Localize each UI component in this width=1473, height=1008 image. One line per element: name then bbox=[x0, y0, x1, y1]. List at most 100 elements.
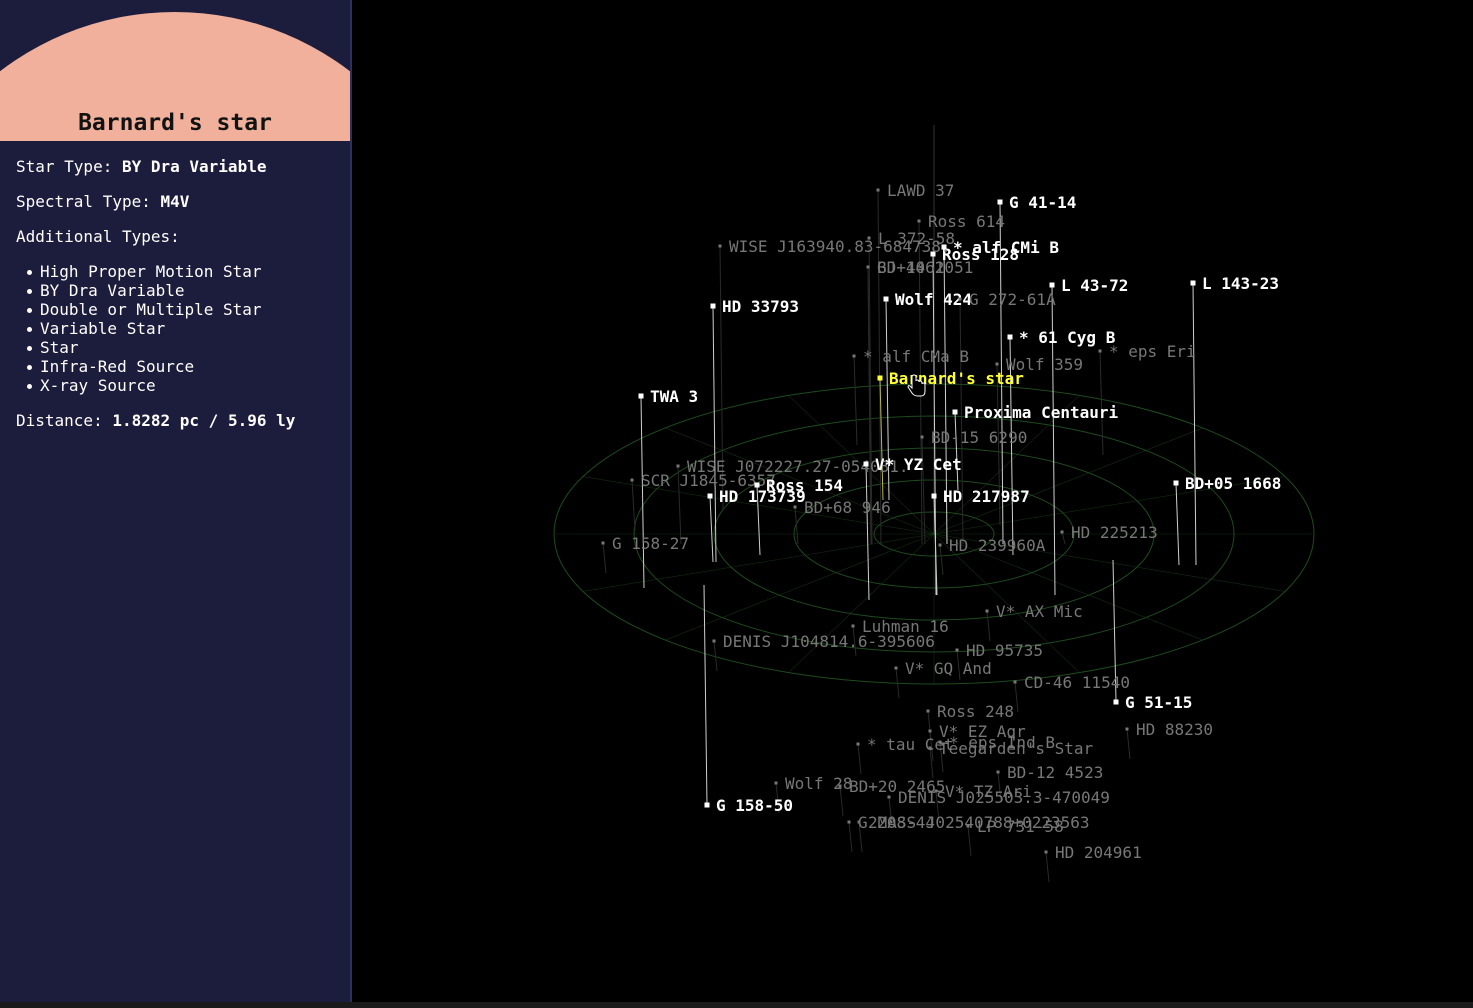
star-label[interactable]: G 41-14 bbox=[1009, 193, 1076, 212]
star-marker[interactable]: G 158-50 bbox=[704, 796, 794, 815]
star-marker[interactable]: Ross 128 bbox=[930, 245, 1020, 264]
star-marker[interactable]: Ross 154 bbox=[754, 476, 844, 495]
star-dot[interactable] bbox=[995, 362, 999, 366]
star-marker[interactable]: TWA 3 bbox=[638, 387, 699, 406]
star-dot[interactable] bbox=[630, 478, 634, 482]
star-marker[interactable]: * alf CMi B bbox=[941, 238, 1060, 257]
star-label[interactable]: Proxima Centauri bbox=[964, 403, 1118, 422]
star-marker[interactable]: V* AX Mic bbox=[985, 602, 1083, 621]
star-label[interactable]: HD 173739 bbox=[719, 487, 806, 506]
star-dot[interactable] bbox=[955, 648, 959, 652]
star-label[interactable]: HD 88230 bbox=[1136, 720, 1213, 739]
star-dot[interactable] bbox=[894, 666, 898, 670]
star-dot[interactable] bbox=[1113, 699, 1119, 705]
star-label[interactable]: BD+44 2051 bbox=[877, 258, 973, 277]
star-label[interactable]: G 51-15 bbox=[1125, 693, 1192, 712]
star-dot[interactable] bbox=[1190, 280, 1196, 286]
star-marker[interactable]: WISE J072227.27-054031. bbox=[676, 457, 909, 476]
star-label[interactable]: L 43-72 bbox=[1061, 276, 1128, 295]
star-marker[interactable]: HD 88230 bbox=[1125, 720, 1214, 739]
star-marker[interactable]: HD 217987 bbox=[931, 487, 1030, 506]
star-label[interactable]: HD 33793 bbox=[722, 297, 799, 316]
star-marker[interactable]: Barnard's star bbox=[877, 369, 1024, 388]
star-label[interactable]: G 158-50 bbox=[716, 796, 793, 815]
star-dot[interactable] bbox=[712, 639, 716, 643]
star-marker[interactable]: HD 95735 bbox=[955, 641, 1044, 660]
star-dot[interactable] bbox=[704, 802, 710, 808]
star-label[interactable]: * tau Cet bbox=[867, 735, 954, 754]
star-label[interactable]: LP 731-58 bbox=[977, 817, 1064, 836]
star-label[interactable]: BD+05 1668 bbox=[1185, 474, 1281, 493]
star-marker[interactable]: SCR J1845-6357 bbox=[630, 471, 776, 490]
star-dot[interactable] bbox=[1098, 349, 1102, 353]
star-dot[interactable] bbox=[851, 624, 855, 628]
star-label[interactable]: BD+68 946 bbox=[804, 498, 891, 517]
star-dot[interactable] bbox=[1044, 850, 1048, 854]
star-dot[interactable] bbox=[847, 820, 851, 824]
star-marker[interactable]: G 41-14 bbox=[997, 193, 1077, 212]
star-label[interactable]: DENIS J104814.6-395606 bbox=[723, 632, 935, 651]
star-marker[interactable]: Ross 614 bbox=[917, 212, 1006, 231]
star-marker[interactable]: * alf CMa B bbox=[852, 347, 969, 366]
star-marker[interactable]: * tau Cet bbox=[856, 735, 954, 754]
star-label[interactable]: L 372-58 bbox=[878, 229, 955, 248]
star-dot[interactable] bbox=[934, 789, 938, 793]
star-label[interactable]: L 143-23 bbox=[1202, 274, 1279, 293]
star-marker[interactable]: HD 33793 bbox=[710, 297, 800, 316]
star-marker[interactable]: HD 204961 bbox=[1044, 843, 1142, 862]
star-marker[interactable]: HD 239960A bbox=[938, 536, 1046, 555]
star-dot[interactable] bbox=[928, 729, 932, 733]
star-marker[interactable]: L 143-23 bbox=[1190, 274, 1280, 293]
star-label[interactable]: Ross 128 bbox=[942, 245, 1019, 264]
star-marker[interactable]: HD 225213 bbox=[1060, 523, 1158, 542]
star-dot[interactable] bbox=[1013, 680, 1017, 684]
star-dot[interactable] bbox=[852, 354, 856, 358]
star-marker[interactable]: L 372-58 bbox=[867, 229, 956, 248]
star-dot[interactable] bbox=[866, 265, 870, 269]
star-dot[interactable] bbox=[938, 543, 942, 547]
star-dot[interactable] bbox=[601, 541, 605, 545]
star-marker[interactable]: G 272-61A bbox=[958, 290, 1057, 309]
star-label[interactable]: V* AX Mic bbox=[996, 602, 1083, 621]
star-label[interactable]: DENIS J025503.3-470049 bbox=[898, 788, 1110, 807]
star-dot[interactable] bbox=[710, 303, 716, 309]
star-marker[interactable]: DENIS J104814.6-395606 bbox=[712, 632, 935, 651]
star-marker[interactable]: V* GQ And bbox=[894, 659, 992, 678]
star-marker[interactable]: GJ 1061 bbox=[866, 258, 945, 277]
star-label[interactable]: G 158-27 bbox=[612, 534, 689, 553]
star-dot[interactable] bbox=[1007, 334, 1013, 340]
star-label[interactable]: HD 204961 bbox=[1055, 843, 1142, 862]
star-label[interactable]: V* TZ Ari bbox=[945, 782, 1032, 801]
star-marker[interactable]: G 158-27 bbox=[601, 534, 690, 553]
star-dot[interactable] bbox=[1173, 480, 1179, 486]
star-label[interactable]: 2MASS J02540788+0223563 bbox=[868, 813, 1090, 832]
star-dot[interactable] bbox=[920, 435, 924, 439]
star-label[interactable]: Ross 154 bbox=[766, 476, 843, 495]
star-label[interactable]: * alf CMa B bbox=[863, 347, 969, 366]
star-marker[interactable]: * eps Eri bbox=[1098, 342, 1196, 361]
star-marker[interactable]: WISE J163940.83-684738. bbox=[718, 237, 951, 256]
star-label[interactable]: Barnard's star bbox=[889, 369, 1024, 388]
star-dot[interactable] bbox=[877, 375, 883, 381]
star-dot[interactable] bbox=[707, 493, 713, 499]
star-marker[interactable]: G 51-15 bbox=[1113, 693, 1193, 712]
star-dot[interactable] bbox=[926, 709, 930, 713]
star-marker[interactable]: Proxima Centauri bbox=[952, 403, 1119, 422]
star-label[interactable]: LAWD 37 bbox=[887, 181, 954, 200]
star-dot[interactable] bbox=[928, 746, 932, 750]
star-label[interactable]: Wolf 28 bbox=[785, 774, 852, 793]
star-marker[interactable]: CD-46 11540 bbox=[1013, 673, 1130, 692]
star-label[interactable]: HD 239960A bbox=[949, 536, 1046, 555]
star-dot[interactable] bbox=[793, 505, 797, 509]
star-label[interactable]: Ross 248 bbox=[937, 702, 1014, 721]
star-label[interactable]: Ross 614 bbox=[928, 212, 1005, 231]
star-label[interactable]: V* GQ And bbox=[905, 659, 992, 678]
star-marker[interactable]: BD+20 2465 bbox=[838, 777, 946, 796]
star-marker[interactable]: * 61 Cyg B bbox=[1007, 328, 1116, 347]
star-marker[interactable]: V* YZ Cet bbox=[863, 455, 962, 474]
star-marker[interactable]: V* TZ Ari bbox=[934, 782, 1032, 801]
star-dot[interactable] bbox=[774, 781, 778, 785]
star-marker[interactable]: Ross 248 bbox=[926, 702, 1015, 721]
star-dot[interactable] bbox=[1049, 282, 1055, 288]
star-label[interactable]: * eps Eri bbox=[1109, 342, 1196, 361]
